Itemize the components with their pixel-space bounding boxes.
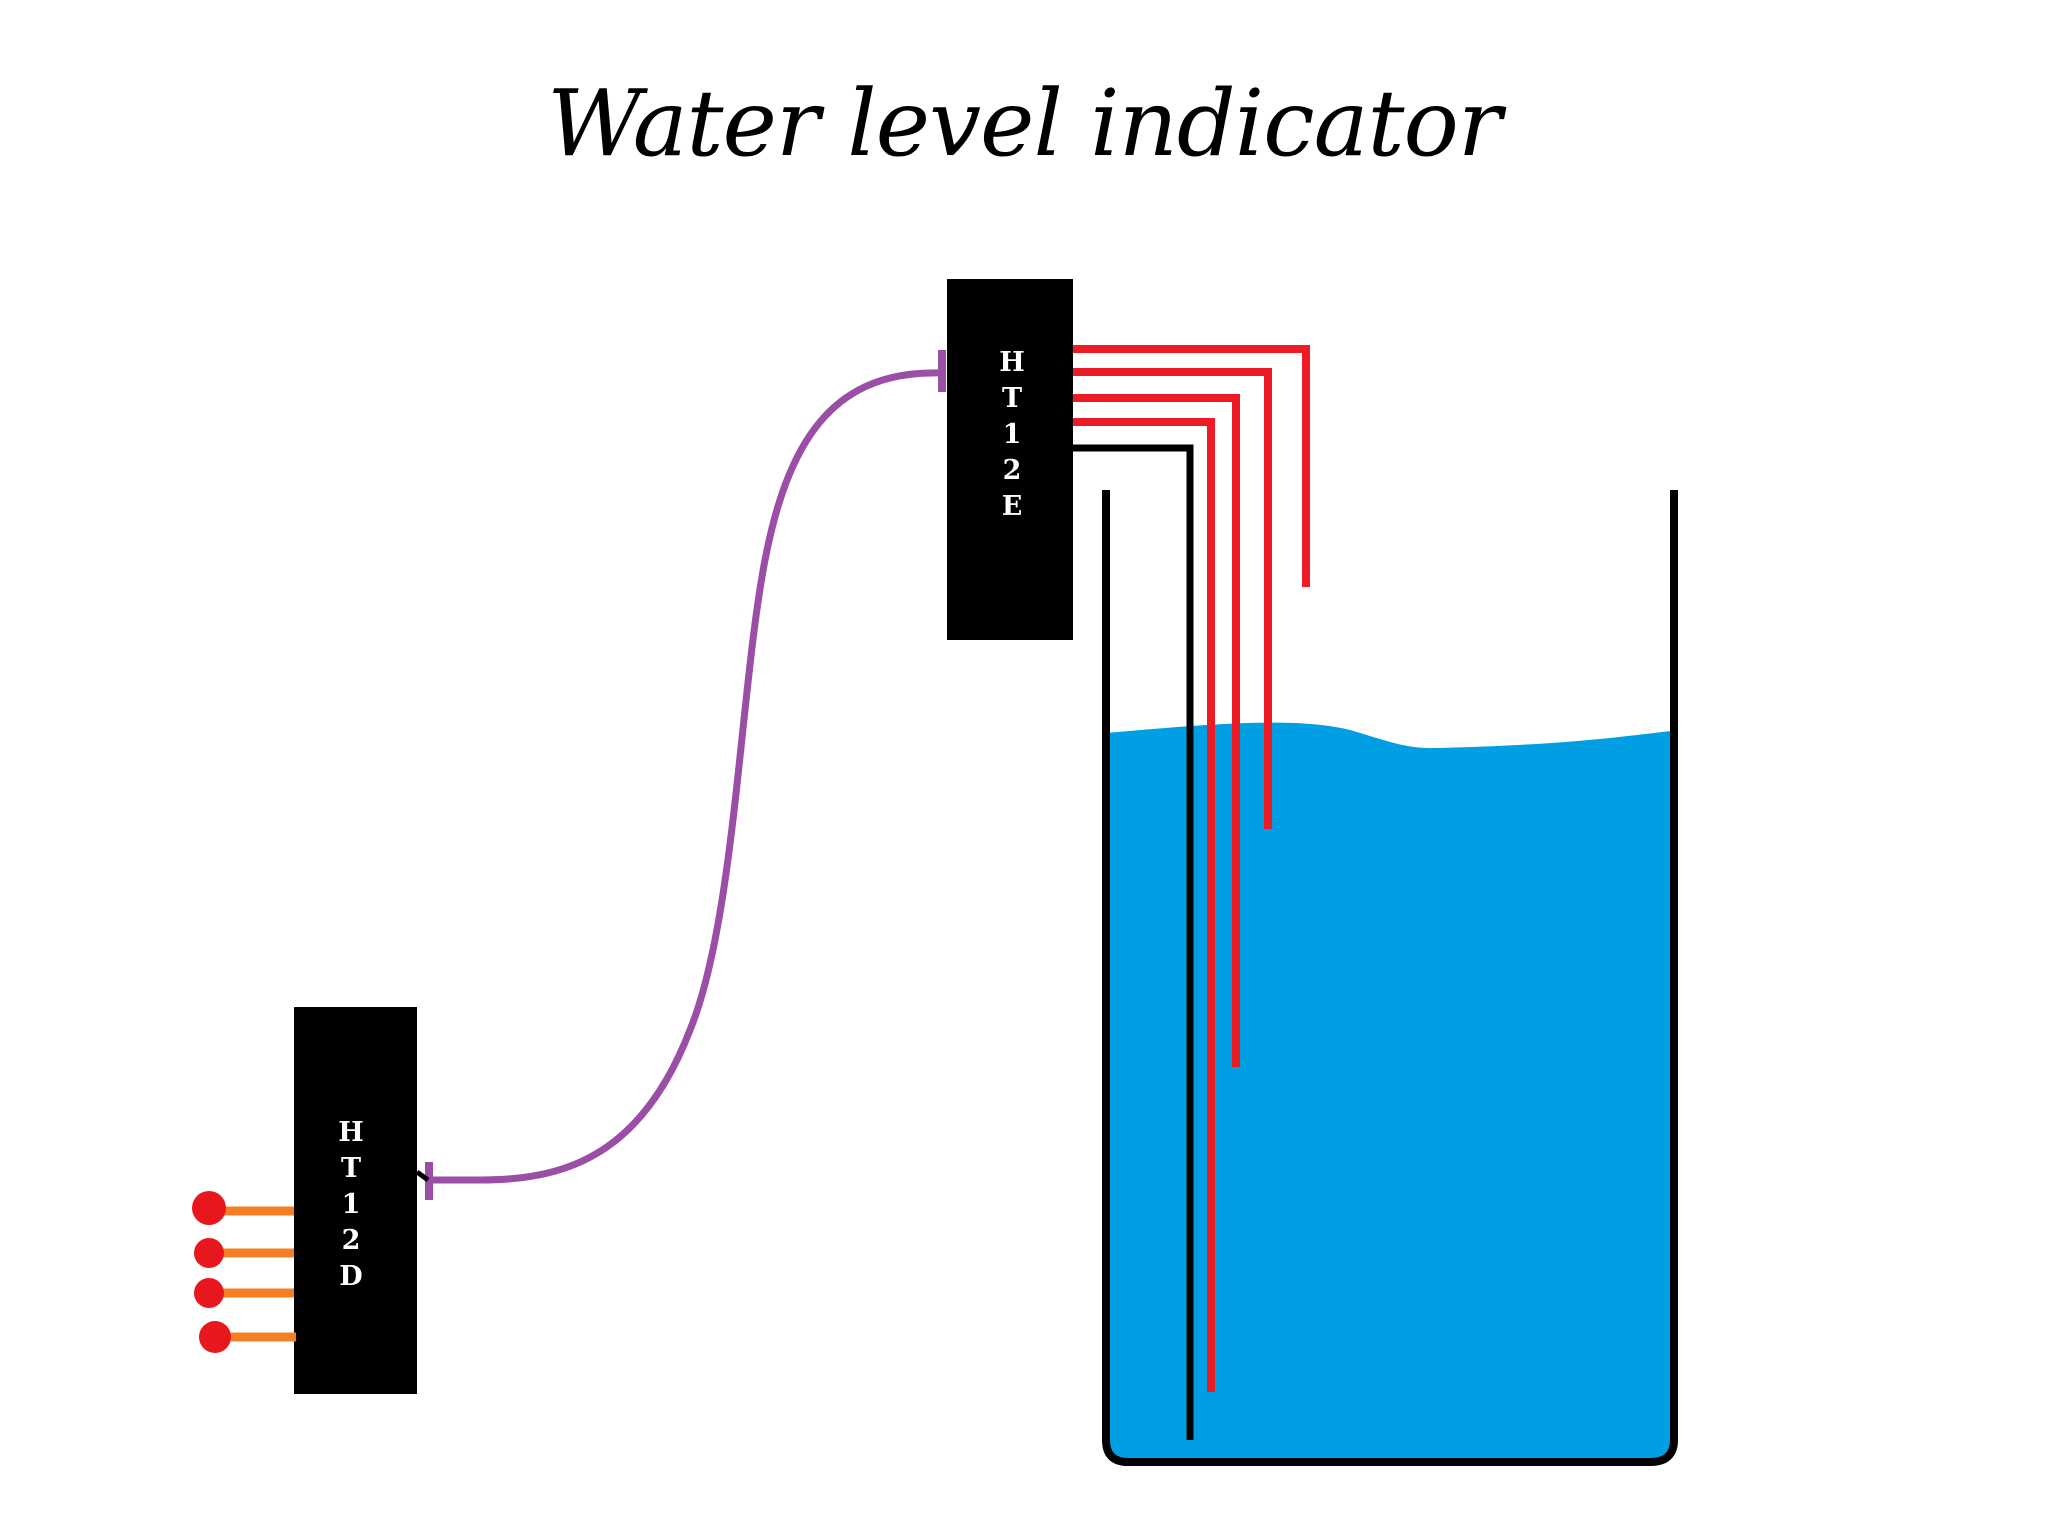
- probe-wire-1: [1072, 345, 1310, 587]
- link-wire-stub: [415, 1169, 430, 1183]
- led-icon: [199, 1321, 231, 1353]
- probe-wire-3: [1072, 394, 1240, 1067]
- link-wire: [428, 369, 943, 1184]
- decoder-letter-4: 2: [342, 1225, 361, 1256]
- encoder-chip: H T 1 2 E: [947, 279, 1073, 640]
- led-icon: [192, 1191, 226, 1225]
- led-icon: [194, 1238, 224, 1268]
- led-3: [194, 1278, 294, 1308]
- encoder-letter-4: 2: [1003, 455, 1022, 486]
- probe-wire-4: [1072, 418, 1215, 1392]
- encoder-letter-3: 1: [1003, 419, 1022, 450]
- probe-wire-2: [1072, 368, 1272, 829]
- led-4: [199, 1321, 296, 1353]
- encoder-letter-5: E: [1002, 491, 1023, 522]
- decoder-letter-2: T: [341, 1153, 361, 1184]
- decoder-letter-3: 1: [342, 1189, 361, 1220]
- ground-probe-wire: [1072, 444, 1194, 1440]
- led-2: [194, 1238, 294, 1268]
- water-body: [1106, 722, 1671, 1459]
- decoder-letter-5: D: [339, 1261, 362, 1292]
- decoder-letter-1: H: [338, 1117, 364, 1148]
- tank-wall: [1102, 490, 1678, 1466]
- diagram-title: Water level indicator: [547, 70, 1502, 177]
- led-1: [192, 1191, 294, 1225]
- encoder-letter-2: T: [1002, 383, 1022, 414]
- led-icon: [194, 1278, 224, 1308]
- encoder-letter-1: H: [999, 347, 1025, 378]
- decoder-chip: H T 1 2 D: [294, 1007, 417, 1394]
